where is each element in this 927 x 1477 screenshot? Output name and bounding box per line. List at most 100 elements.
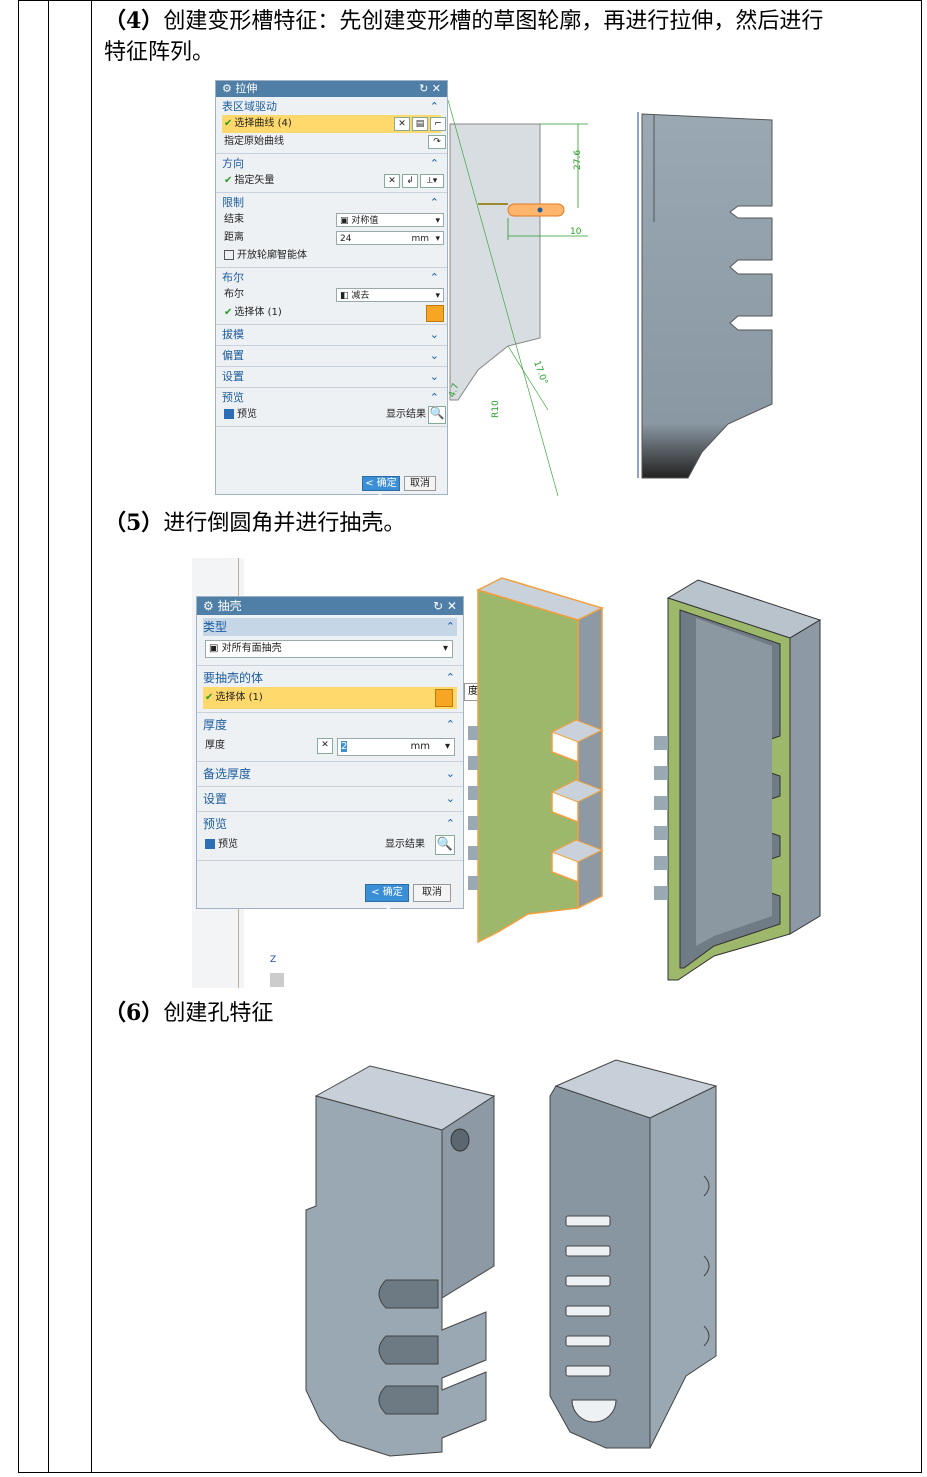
cancel-button[interactable]: 取消 <box>404 476 436 491</box>
sketch-icon[interactable]: ▤ <box>412 117 428 131</box>
chevron-up-icon[interactable]: ⌃ <box>429 196 439 209</box>
settings-title[interactable]: 设置 <box>222 370 244 383</box>
chevron-up-icon[interactable]: ⌃ <box>445 718 455 731</box>
column-divider <box>91 0 92 1473</box>
alt-thickness-title[interactable]: 备选厚度 <box>203 767 252 781</box>
reset-close-icons[interactable]: ↻ ✕ <box>419 82 441 95</box>
ok-button[interactable]: < 确定 > <box>362 476 400 502</box>
chevron-up-icon[interactable]: ⌃ <box>429 100 439 113</box>
shell-preview-render <box>468 577 605 944</box>
cancel-button[interactable]: 取消 <box>413 884 451 902</box>
z-axis-label: Z <box>270 955 277 965</box>
chevron-down-icon[interactable]: ⌄ <box>445 767 455 780</box>
boolean-value: 减去 <box>351 291 370 301</box>
chevron-up-icon[interactable]: ⌃ <box>445 817 455 830</box>
chevron-up-icon[interactable]: ⌃ <box>429 271 439 284</box>
thickness-label: 厚度 <box>205 740 225 751</box>
dim-4-7: 4.7 <box>448 382 462 399</box>
preview-title[interactable]: 预览 <box>203 817 228 831</box>
preview-label: 预览 <box>237 409 257 420</box>
magnifier-icon[interactable]: 🔍 <box>435 835 455 855</box>
step6-number: （6） <box>104 1000 164 1026</box>
dialog-title: 抽壳 <box>217 599 242 613</box>
type-title[interactable]: 类型 <box>203 620 228 634</box>
magnifier-icon[interactable]: 🔍 <box>428 406 446 424</box>
step4-title-line2: 特征阵列。 <box>104 36 214 70</box>
boolean-title[interactable]: 布尔 <box>222 271 244 284</box>
section-drive: 表区域驱动 ⌃ ✔选择曲线 (4) ✕ ▤ ⌐ 指定原始曲线 ↷ <box>216 97 447 154</box>
check-icon: ✔ <box>224 175 233 186</box>
grooved-part-render <box>637 112 773 479</box>
draft-title[interactable]: 拔模 <box>222 328 244 341</box>
select-body-row[interactable]: ✔选择体 (1) <box>222 304 444 322</box>
slot-array <box>565 1215 611 1377</box>
dim-10: 10 <box>570 227 582 237</box>
vector-dropdown[interactable]: ⟂▾ <box>420 174 444 188</box>
chevron-down-icon[interactable]: ⌄ <box>445 792 455 805</box>
dim-r10: R10 <box>491 400 501 418</box>
curve-icon[interactable]: ⌐ <box>430 117 446 131</box>
chevron-down-icon[interactable]: ⌄ <box>429 370 439 383</box>
preview-checkbox[interactable] <box>205 839 215 849</box>
settings-title[interactable]: 设置 <box>203 792 228 806</box>
reset-close-icons[interactable]: ↻ ✕ <box>433 599 457 613</box>
shell-select-body-row[interactable]: ✔选择体 (1) <box>203 687 457 709</box>
chevron-up-icon[interactable]: ⌃ <box>445 671 455 684</box>
select-curve-row[interactable]: ✔选择曲线 (4) ✕ ▤ ⌐ <box>222 115 446 133</box>
open-profile-row[interactable]: 开放轮廓智能体 <box>222 247 441 265</box>
thickness-unit: mm <box>410 741 430 752</box>
type-select[interactable]: ▣ 对所有面抽壳▾ <box>205 640 453 658</box>
axis-triad: Z <box>270 955 284 987</box>
cross-select-icon[interactable]: ✕ <box>394 117 410 131</box>
step4-number: （4） <box>104 8 164 34</box>
section-alt-thickness: 备选厚度 ⌄ <box>197 762 463 787</box>
chevron-up-icon[interactable]: ⌃ <box>445 620 455 633</box>
reverse-icon[interactable]: ✕ <box>317 738 333 754</box>
limits-title[interactable]: 限制 <box>222 196 244 209</box>
preview-row: 预览 显示结果 🔍 <box>203 833 457 857</box>
chevron-down-icon[interactable]: ⌄ <box>429 349 439 362</box>
open-profile-label: 开放轮廓智能体 <box>237 250 307 261</box>
preview-label: 预览 <box>218 839 238 850</box>
check-icon: ✔ <box>224 307 233 318</box>
chevron-up-icon[interactable]: ⌃ <box>429 157 439 170</box>
offset-title[interactable]: 偏置 <box>222 349 244 362</box>
dropdown-arrow-icon: ▾ <box>435 234 440 244</box>
body-section-title[interactable]: 要抽壳的体 <box>203 671 264 685</box>
preview-checkbox[interactable] <box>224 409 234 419</box>
preview-row: 预览 显示结果 🔍 <box>222 406 446 424</box>
chevron-down-icon[interactable]: ⌄ <box>429 328 439 341</box>
dim-27-6: 27.6 <box>573 150 583 170</box>
step5-number: （5） <box>104 510 164 536</box>
section-settings: 设置 ⌄ <box>197 787 463 812</box>
reverse-icon[interactable]: ✕ <box>384 174 400 188</box>
section-drive-title[interactable]: 表区域驱动 <box>222 100 277 113</box>
type-value: 对所有面抽壳 <box>221 643 282 654</box>
direction-title[interactable]: 方向 <box>222 157 244 170</box>
section-preview: 预览 ⌃ 预览 显示结果 🔍 <box>216 388 447 427</box>
end-select[interactable]: ▣ 对称值▾ <box>336 213 444 227</box>
vector-icon[interactable]: ↲ <box>402 174 418 188</box>
origin-curve-label: 指定原始曲线 <box>224 136 284 147</box>
body-cube-icon[interactable] <box>426 305 444 322</box>
gear-icon: ⚙ <box>222 82 236 95</box>
ok-button[interactable]: < 确定 > <box>365 884 409 914</box>
checkbox[interactable] <box>224 250 234 260</box>
chevron-up-icon[interactable]: ⌃ <box>429 391 439 404</box>
boolean-select[interactable]: ◧ 减去▾ <box>336 288 444 302</box>
part-profile <box>449 123 541 401</box>
dropdown-arrow-icon: ▾ <box>435 291 440 301</box>
thickness-title[interactable]: 厚度 <box>203 718 228 732</box>
preview-title[interactable]: 预览 <box>222 391 244 404</box>
dropdown-arrow-icon: ▾ <box>444 741 450 752</box>
section-type: 类型 ⌃ ▣ 对所有面抽壳▾ <box>197 615 463 666</box>
vector-row: ✔指定矢量 ✕ ↲ ⟂▾ <box>222 172 444 190</box>
body-cube-icon[interactable] <box>435 689 453 707</box>
axis-cube <box>270 973 284 987</box>
origin-curve-icon[interactable]: ↷ <box>428 135 446 149</box>
distance-value: 24 <box>340 234 352 244</box>
